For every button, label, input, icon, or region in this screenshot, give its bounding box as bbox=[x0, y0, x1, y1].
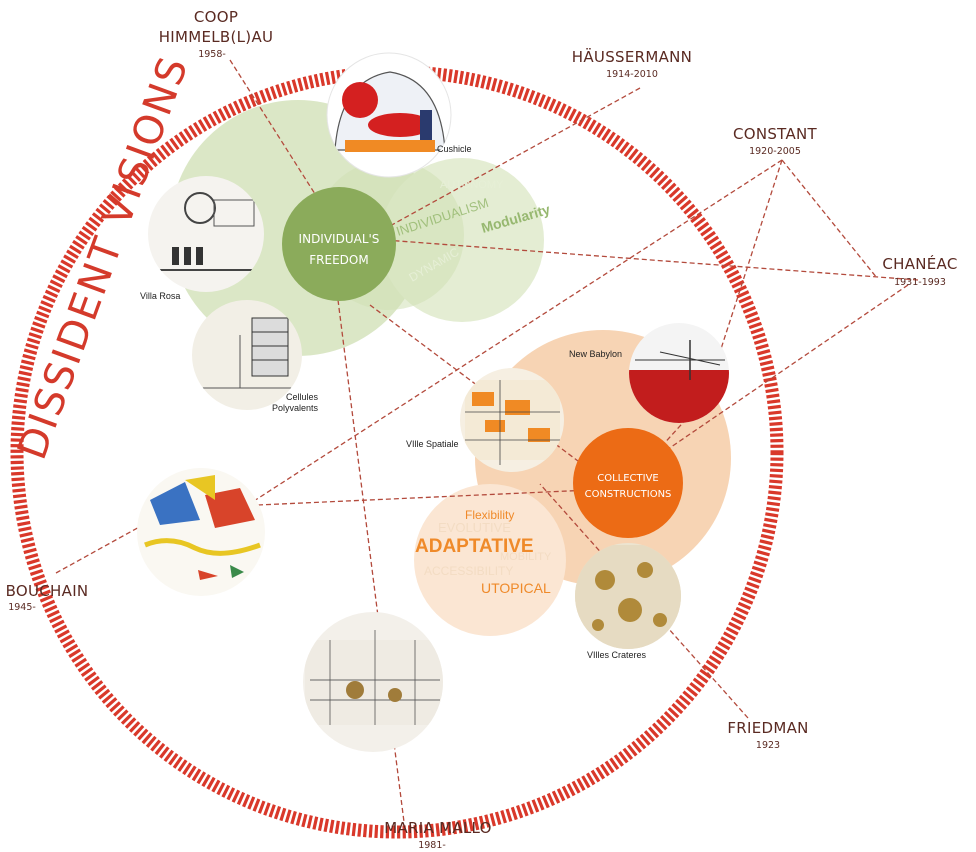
project-label-cellules-2: Polyvalents bbox=[272, 403, 319, 413]
project-cellules-image bbox=[192, 300, 302, 410]
person-mallo-name: MARIA MALLO bbox=[384, 819, 492, 837]
connector-chaneac-1 bbox=[384, 239, 919, 281]
project-bouchain-image bbox=[137, 468, 265, 596]
connector-coop bbox=[229, 59, 323, 206]
keyword-faint-green: AUTONOMY bbox=[440, 179, 504, 191]
keyword-adaptative: ADAPTATIVE bbox=[415, 536, 534, 557]
person-coop-name1: COOP bbox=[194, 8, 238, 26]
person-bouchain-years: 1945- bbox=[8, 602, 36, 613]
project-ville-spatiale-image bbox=[460, 368, 564, 472]
hub-collective-line1: COLLECTIVE bbox=[597, 473, 659, 484]
connector-bouchain-collective bbox=[257, 489, 591, 506]
person-haussermann-name: HÄUSSERMANN bbox=[572, 47, 692, 66]
outer-ring bbox=[10, 65, 784, 839]
person-coop-name2: HIMMELB(L)AU bbox=[159, 28, 274, 46]
connectors bbox=[55, 59, 919, 823]
project-label-villes-crateres: VIlles Crateres bbox=[587, 650, 647, 660]
person-mallo-years: 1981- bbox=[418, 840, 446, 851]
person-friedman: FRIEDMAN 1923 bbox=[727, 719, 808, 751]
connector-chaneac-2 bbox=[654, 284, 909, 459]
orange-keywords: EVOLUTIVE Flexibility ADAPTATIVE MOBILIT… bbox=[415, 508, 552, 596]
project-label-villa-rosa: Villa Rosa bbox=[140, 291, 180, 301]
person-chaneac: CHANÉAC 1931-1993 bbox=[882, 254, 957, 288]
hub-collective-line2: CONSTRUCTIONS bbox=[585, 489, 672, 500]
hub-collective-constructions: COLLECTIVE CONSTRUCTIONS bbox=[573, 428, 683, 538]
person-coop-years: 1958- bbox=[198, 49, 226, 60]
project-mallo-image bbox=[303, 612, 443, 752]
connector-constant-2 bbox=[719, 159, 783, 353]
keyword-utopical: UTOPICAL bbox=[481, 580, 551, 596]
person-haussermann: HÄUSSERMANN 1914-2010 bbox=[572, 47, 692, 80]
person-friedman-years: 1923 bbox=[756, 740, 780, 751]
person-chaneac-years: 1931-1993 bbox=[894, 277, 946, 288]
connector-haussermann bbox=[378, 87, 641, 233]
person-maria-mallo: MARIA MALLO 1981- bbox=[384, 819, 492, 851]
project-label-new-babylon: New Babylon bbox=[569, 349, 622, 359]
connector-constant-1 bbox=[239, 159, 783, 511]
person-bouchain-name: BOUCHAIN bbox=[6, 582, 89, 600]
hub-individual-freedom: INDIVIDUAL'S FREEDOM bbox=[282, 187, 396, 301]
hub-individual-line2: FREEDOM bbox=[309, 253, 368, 267]
person-constant: CONSTANT 1920-2005 bbox=[733, 125, 818, 157]
keyword-faint-2: MOBILITY bbox=[500, 551, 552, 563]
person-constant-years: 1920-2005 bbox=[749, 146, 801, 157]
project-label-ville-spatiale: VIlle Spatiale bbox=[406, 439, 459, 449]
person-friedman-name: FRIEDMAN bbox=[727, 719, 808, 737]
keyword-flexibility: Flexibility bbox=[465, 508, 514, 522]
person-chaneac-name: CHANÉAC bbox=[882, 254, 957, 273]
project-cushicle-image bbox=[326, 52, 452, 178]
keyword-faint-1: EVOLUTIVE bbox=[438, 520, 511, 535]
connector-constant-3 bbox=[781, 159, 878, 279]
keyword-faint-3: ACCESSIBILITY bbox=[424, 564, 513, 578]
project-label-cellules-1: Cellules bbox=[286, 392, 319, 402]
project-villes-crateres-image bbox=[575, 543, 681, 649]
person-coop-himmelblau: COOP HIMMELB(L)AU 1958- bbox=[159, 8, 274, 60]
project-villa-rosa-image bbox=[148, 176, 264, 292]
project-label-cushicle: Cushicle bbox=[437, 144, 472, 154]
person-constant-name: CONSTANT bbox=[733, 125, 818, 143]
project-new-babylon-image bbox=[629, 323, 729, 423]
person-haussermann-years: 1914-2010 bbox=[606, 69, 658, 80]
hub-individual-line1: INDIVIDUAL'S bbox=[299, 232, 380, 246]
person-bouchain: BOUCHAIN 1945- bbox=[6, 582, 89, 613]
